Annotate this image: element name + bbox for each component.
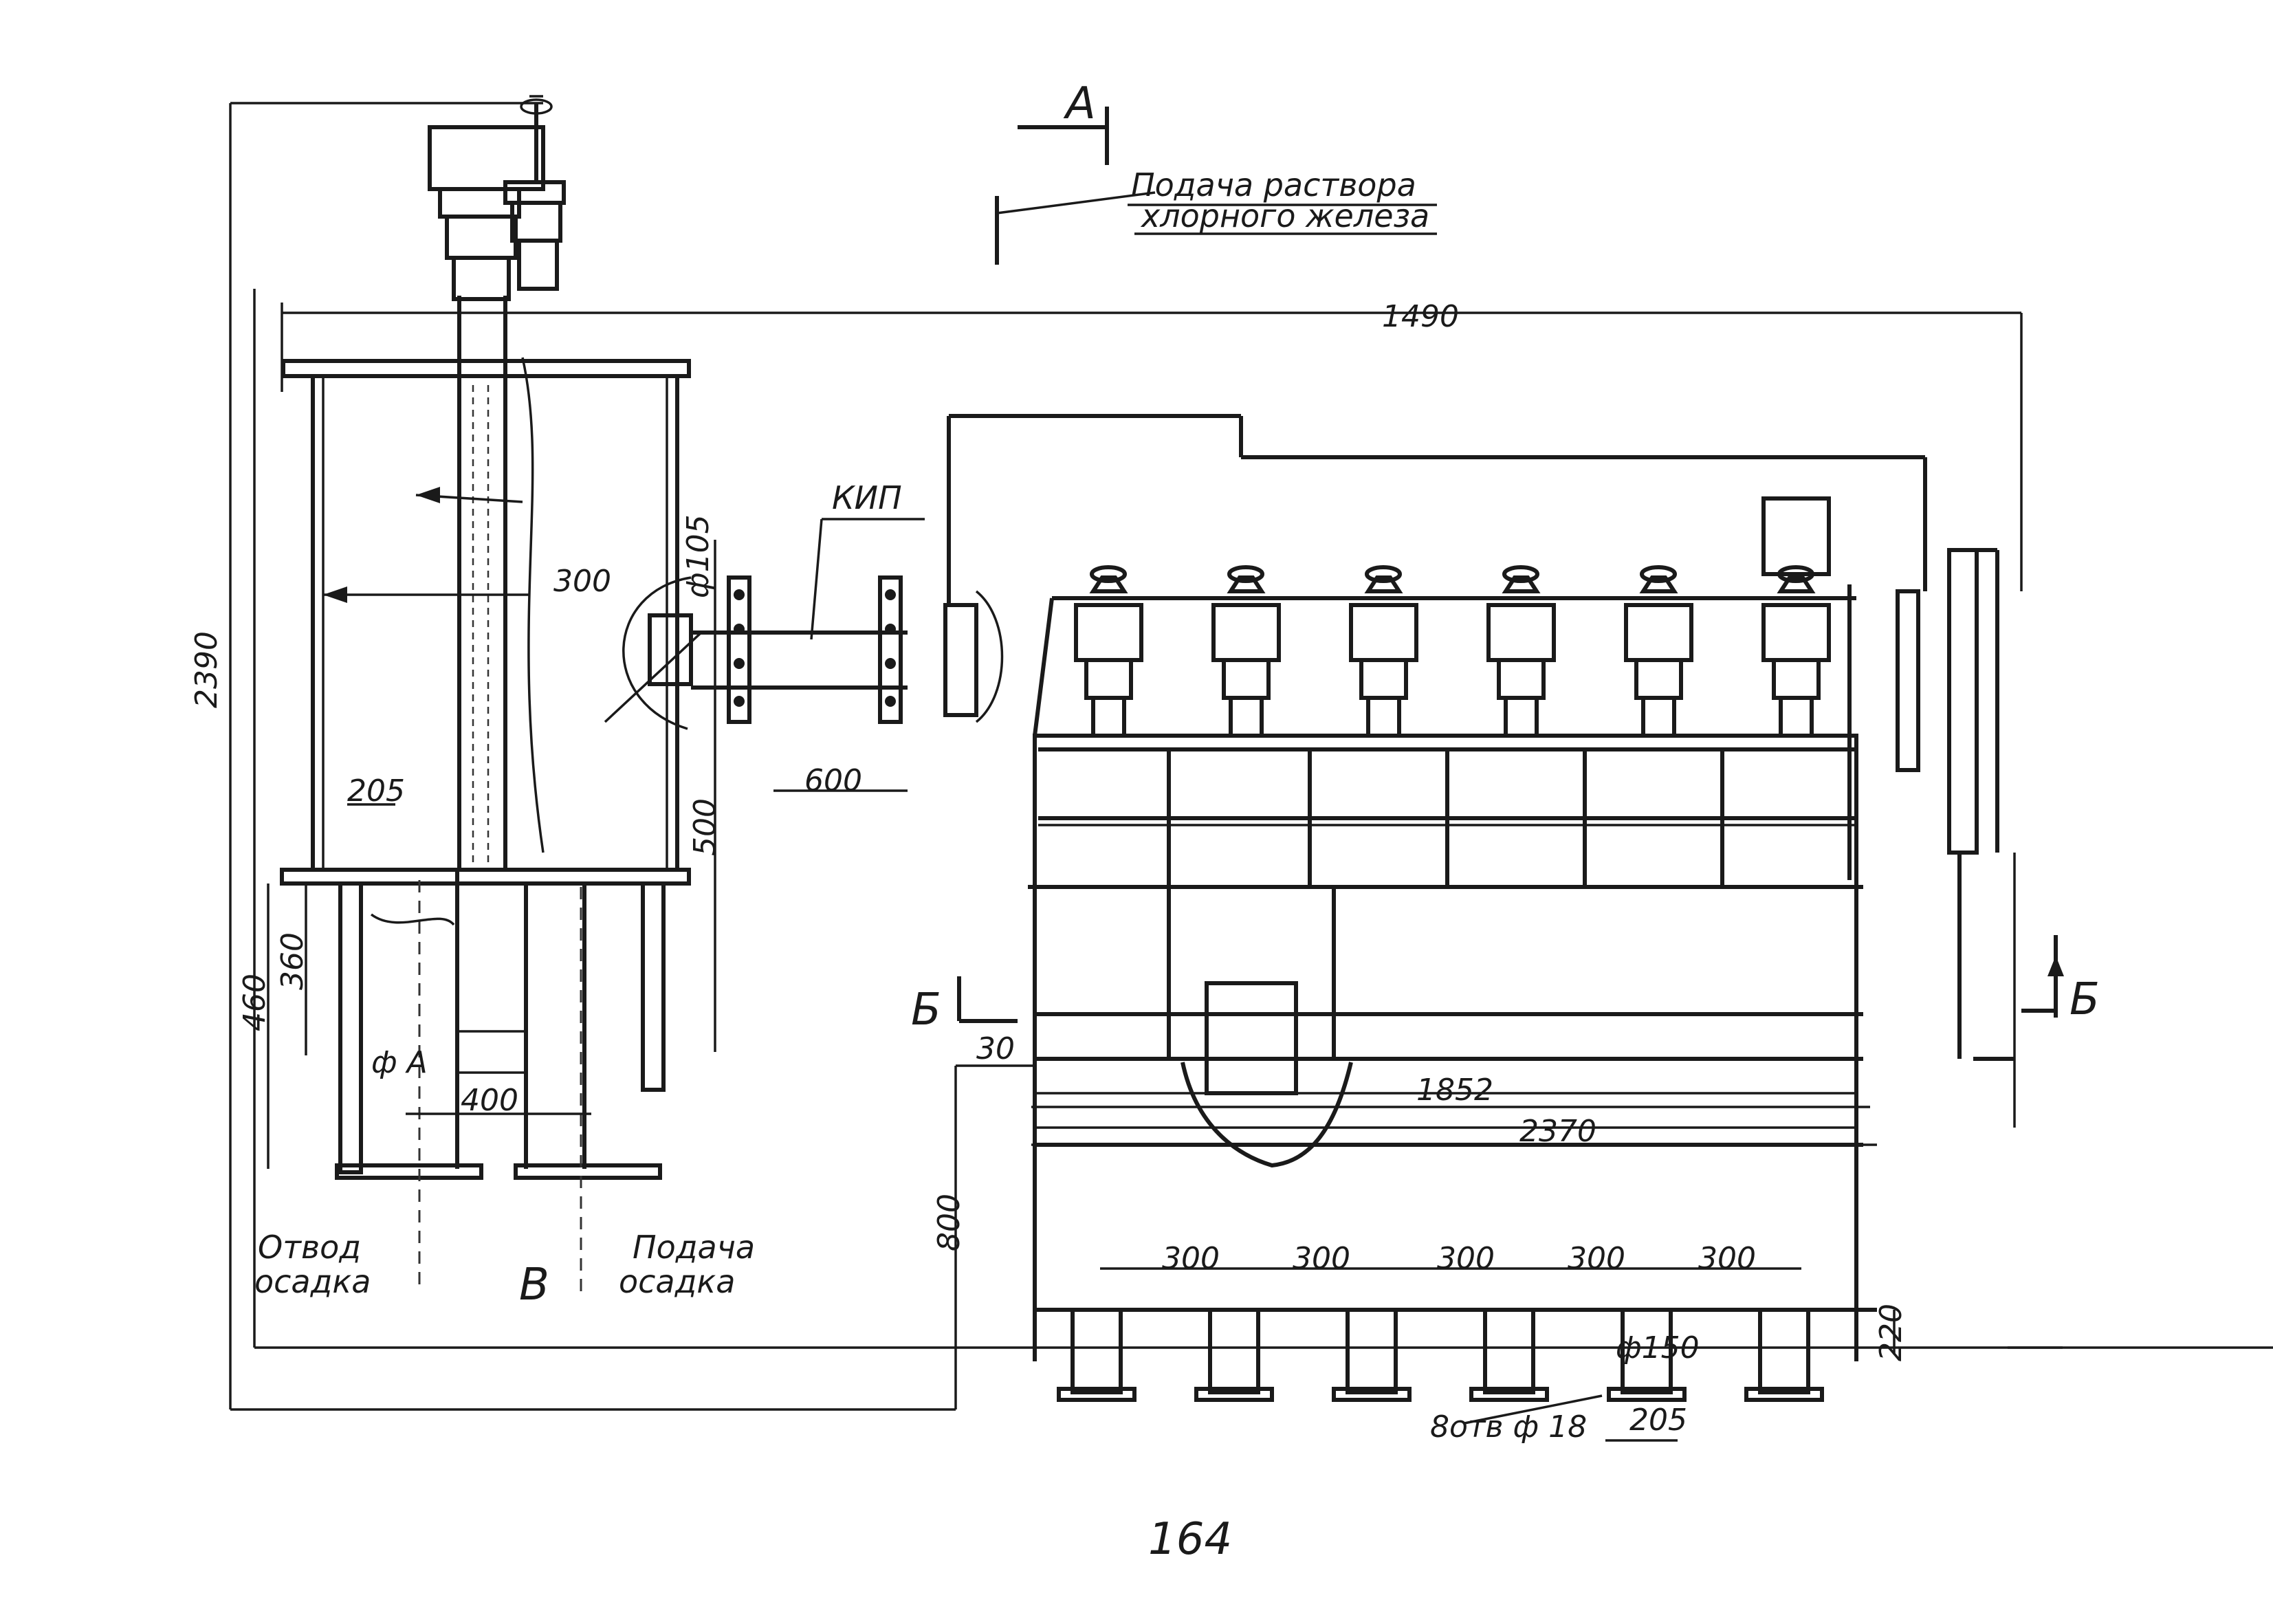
valves-row	[1033, 496, 1856, 738]
dimension-labels: 1490 2390 300 ф105 600 500 205 460 360 4…	[189, 299, 1909, 1445]
dim-205-bottom: 205	[1629, 1403, 1687, 1438]
dim-pitch-3: 300	[1437, 1241, 1495, 1276]
dim-2370: 2370	[1519, 1114, 1596, 1149]
dim-400: 400	[461, 1083, 518, 1118]
dim-30: 30	[976, 1031, 1015, 1066]
feed-chloride-label-line1: Подача раствора	[1131, 166, 1416, 204]
dim-pitch-2: 300	[1293, 1241, 1350, 1276]
dim-height-left: 2390	[189, 631, 224, 708]
kip-label: КИП	[832, 479, 902, 516]
dim-d150: ф150	[1616, 1330, 1700, 1365]
dim-300-flange: 300	[553, 564, 611, 599]
sediment-out-label-line1: Отвод	[258, 1229, 361, 1266]
dim-800: 800	[932, 1194, 967, 1251]
dim-d105: ф105	[681, 514, 716, 598]
valve-6	[1761, 496, 1831, 738]
left-support-legs	[335, 870, 666, 1293]
dim-460: 460	[237, 974, 272, 1031]
feed-chloride-label-line2: хлорного железа	[1140, 197, 1429, 234]
section-a-marker	[995, 107, 1437, 265]
dim-pitch-1: 300	[1162, 1241, 1220, 1276]
section-v-label: В	[519, 1260, 549, 1310]
dim-1852: 1852	[1416, 1073, 1493, 1108]
dim-pitch-5: 300	[1698, 1241, 1756, 1276]
section-b-right-label: Б	[2069, 974, 2100, 1025]
section-b-label: Б	[911, 985, 941, 1035]
valve-2	[1211, 565, 1281, 738]
labels: A Подача раствора хлорного железа КИП Б …	[254, 78, 2100, 1565]
dim-220: 220	[1874, 1304, 1909, 1361]
left-vessel	[280, 296, 691, 886]
right-section-view	[957, 548, 2064, 1128]
dim-205: 205	[347, 773, 405, 809]
dim-fi-a: ф А	[371, 1045, 428, 1080]
valve-drive-assembly	[428, 95, 566, 301]
dimension-lines	[267, 540, 1896, 1442]
sediment-in-label-line1: Подача	[633, 1229, 755, 1266]
outer-dimension-lines	[229, 102, 2273, 1411]
section-a-label: A	[1063, 78, 1096, 129]
valve-4	[1486, 565, 1556, 738]
dim-bolt-holes: 8отв ф 18	[1430, 1409, 1587, 1445]
dim-600: 600	[804, 763, 862, 798]
dim-360: 360	[275, 932, 310, 990]
sediment-in-label-line2: осадка	[619, 1263, 735, 1300]
valve-1	[1074, 565, 1143, 738]
dim-500: 500	[688, 798, 723, 856]
flange-bolts	[734, 589, 896, 707]
bottom-outlets	[1057, 1308, 1824, 1402]
sediment-out-label-line2: осадка	[254, 1263, 371, 1300]
valve-3	[1349, 565, 1418, 738]
page-number: 164	[1148, 1514, 1232, 1565]
valve-bank-tank	[1028, 734, 1877, 1402]
valve-5	[1624, 565, 1693, 738]
connecting-nozzle	[604, 414, 1927, 730]
dim-pitch-4: 300	[1568, 1241, 1625, 1276]
dim-overall-width: 1490	[1382, 299, 1459, 334]
